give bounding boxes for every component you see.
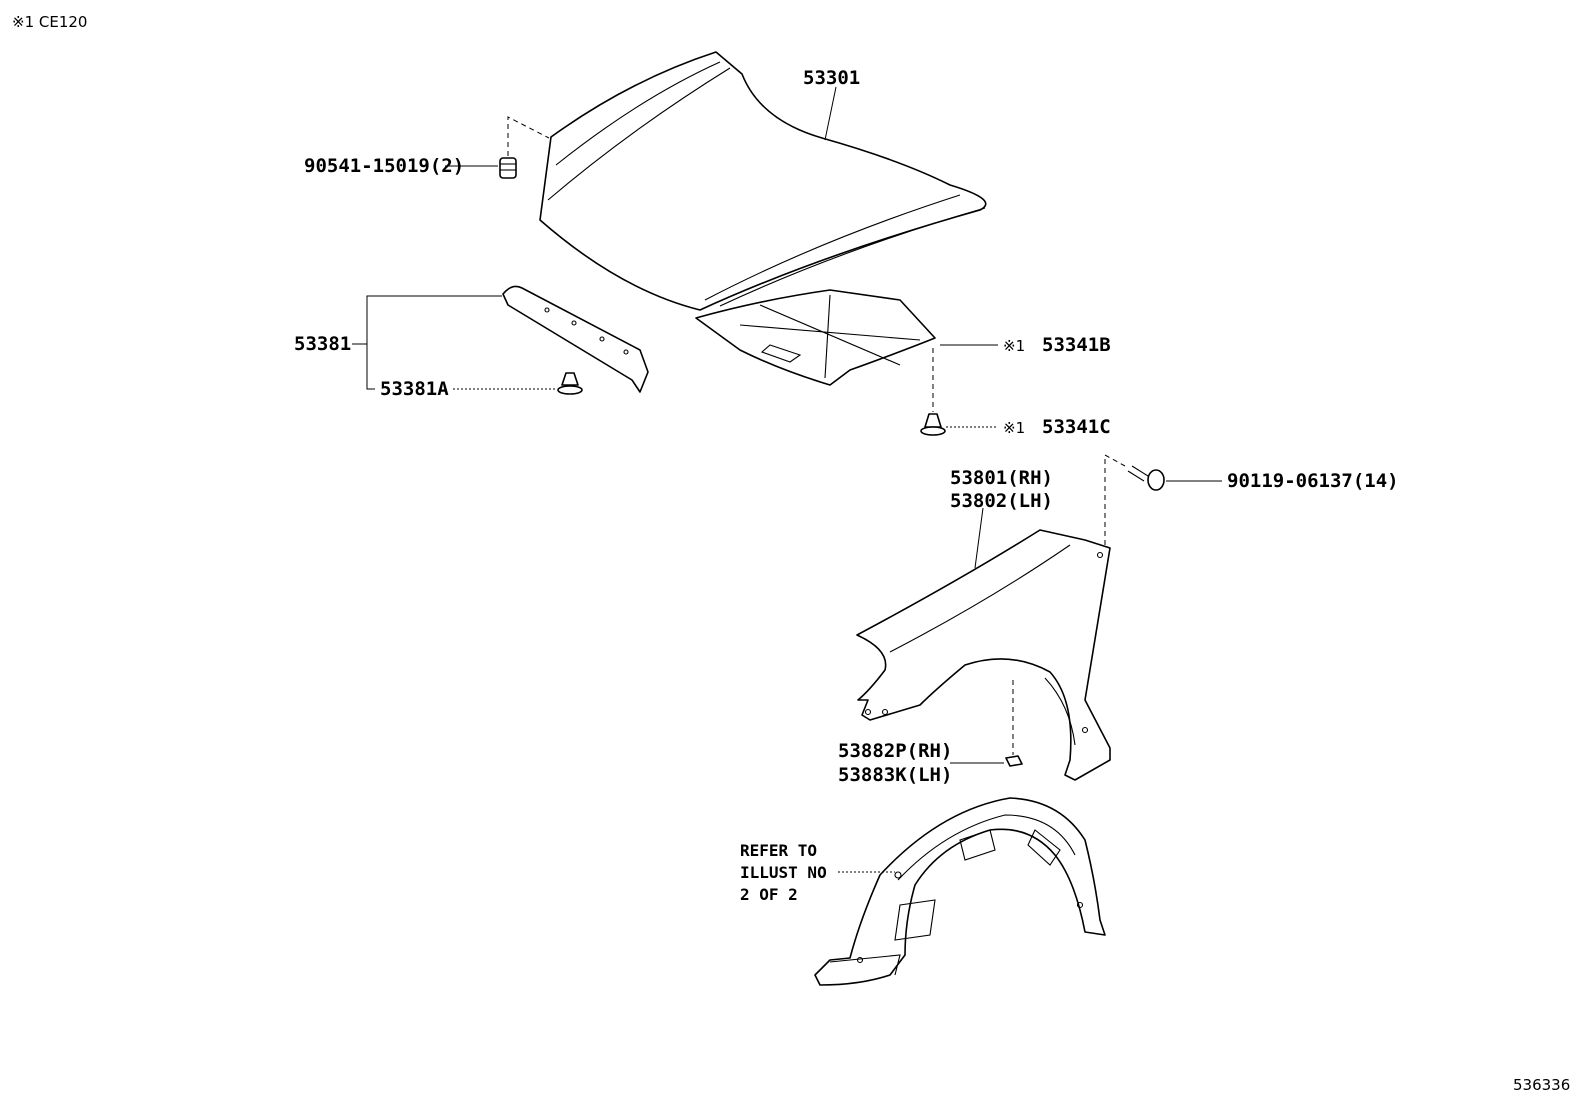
hood-seal-label: 53381 [294,333,351,355]
hood-leader [824,86,837,141]
fender-lh-label: 53802(LH) [950,490,1053,512]
fender-bolt[interactable] [1127,465,1165,491]
hood-bumper-label: 90541-15019(2) [304,155,464,177]
hood-bumper[interactable] [499,157,517,179]
insulator-prefix: ※1 [1003,337,1025,355]
fender-bracket-lh-label: 53883K(LH) [838,764,952,786]
fender-bolt-dashline [1104,454,1126,545]
hood-seal-clip-label: 53381A [380,378,449,400]
liner-ref-line3: 2 OF 2 [740,885,798,904]
insulator-clip[interactable] [920,413,946,436]
insulator-clip-label: 53341C [1042,416,1111,438]
hood-panel[interactable] [539,51,987,311]
fender-leader [974,507,984,569]
fender-rh-label: 53801(RH) [950,467,1053,489]
fender-bracket[interactable] [1005,755,1023,767]
hood-label: 53301 [803,67,860,89]
liner-ref-line1: REFER TO [740,841,817,860]
fender-liner[interactable] [814,797,1106,986]
fender-bracket-rh-label: 53882P(RH) [838,740,952,762]
insulator-clip-prefix: ※1 [1003,419,1025,437]
hood-insulator[interactable] [695,289,936,386]
illustration-number: 536336 [1513,1076,1570,1094]
hood-seal-bracket [366,295,502,390]
hood-seal-clip[interactable] [557,372,583,395]
liner-ref-line2: ILLUST NO [740,863,827,882]
hood-seal[interactable] [502,285,649,393]
header-note: ※1 CE120 [12,13,87,31]
insulator-label: 53341B [1042,334,1111,356]
front-fender[interactable] [856,529,1111,781]
hood-bumper-dashline [507,116,550,156]
fender-bolt-label: 90119-06137(14) [1227,470,1399,492]
